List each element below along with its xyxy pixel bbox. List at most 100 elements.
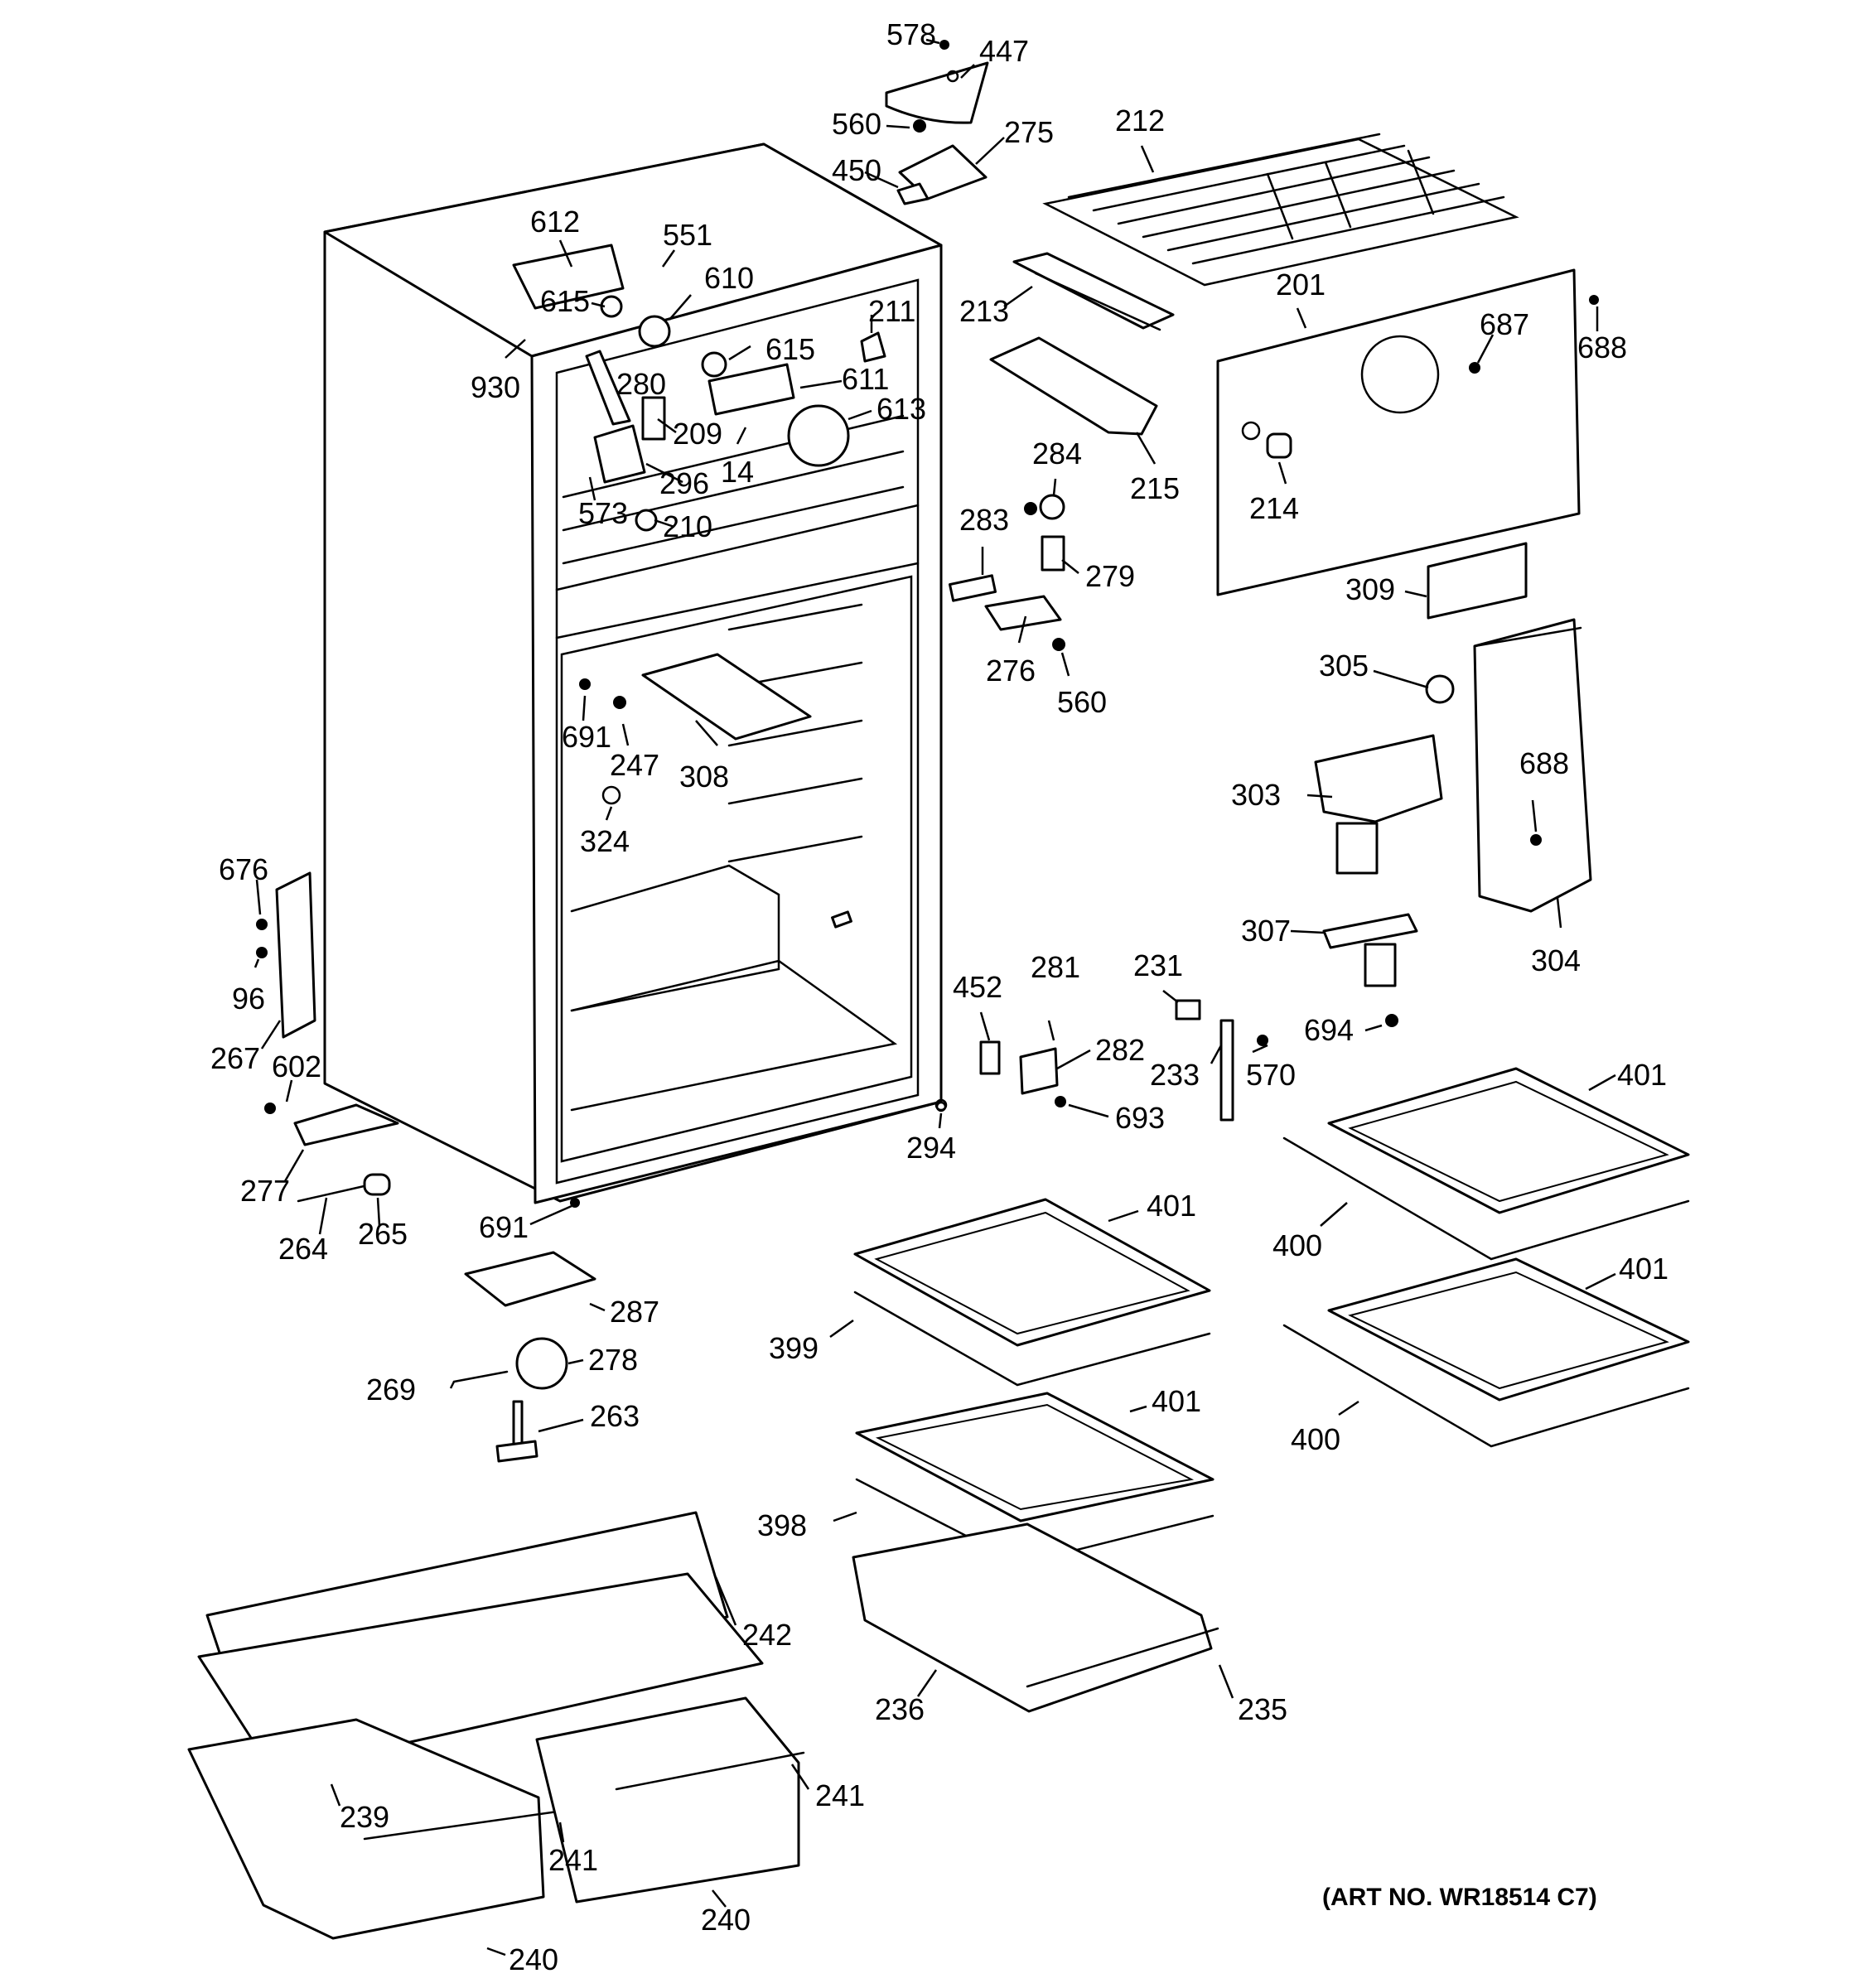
callout-277: 277 [240, 1174, 290, 1208]
callout-691: 691 [479, 1210, 529, 1244]
callout-294: 294 [906, 1131, 956, 1165]
callout-242: 242 [742, 1618, 792, 1652]
glass-shelf-401-right-upper [1282, 1067, 1690, 1261]
callout-212: 212 [1115, 104, 1165, 138]
axle-264 [297, 1173, 391, 1203]
callout-560: 560 [832, 107, 881, 141]
callout-96: 96 [232, 982, 265, 1016]
callout-688: 688 [1519, 746, 1569, 780]
refrigerator-cabinet [323, 142, 943, 1204]
callout-241: 241 [548, 1843, 598, 1877]
art-number: (ART NO. WR18514 C7) [1322, 1884, 1597, 1911]
freezer-wire-shelf [1042, 133, 1519, 287]
callout-284: 284 [1032, 437, 1082, 470]
callout-279: 279 [1085, 559, 1135, 593]
callout-676: 676 [219, 852, 268, 886]
callout-573: 573 [578, 496, 628, 530]
crisper-drawer-240-right [535, 1696, 805, 1904]
callout-691: 691 [562, 720, 611, 754]
callout-239: 239 [340, 1800, 389, 1834]
callout-447: 447 [979, 34, 1029, 68]
top-hinge [896, 119, 988, 205]
bracket-452 [979, 1040, 1001, 1075]
ice-tray [1012, 252, 1175, 331]
bottom-hinge-277 [293, 1103, 399, 1146]
callout-307: 307 [1241, 914, 1291, 948]
control-housing-304 [1473, 618, 1592, 913]
callout-280: 280 [616, 367, 666, 401]
callout-687: 687 [1480, 307, 1529, 341]
roller-bracket-287 [464, 1251, 596, 1307]
callout-296: 296 [659, 466, 709, 500]
callout-610: 610 [704, 261, 754, 295]
callout-305: 305 [1319, 649, 1369, 683]
callout-233: 233 [1150, 1058, 1200, 1092]
callout-278: 278 [588, 1343, 638, 1377]
bracket-282 [1019, 1047, 1059, 1095]
callout-560: 560 [1057, 685, 1107, 719]
callout-214: 214 [1249, 491, 1299, 525]
callout-930: 930 [471, 370, 520, 404]
crisper-drawer-236 [852, 1522, 1219, 1713]
callout-450: 450 [832, 153, 881, 187]
callout-694: 694 [1304, 1013, 1354, 1047]
callout-287: 287 [610, 1295, 659, 1329]
callout-401: 401 [1152, 1384, 1201, 1418]
middle-hinge [948, 494, 1065, 631]
callout-615: 615 [765, 332, 815, 366]
control-assembly [512, 244, 886, 532]
diffuser-307 [1322, 913, 1418, 987]
callout-308: 308 [679, 760, 729, 794]
callout-615: 615 [540, 284, 590, 318]
callout-231: 231 [1133, 948, 1183, 982]
clip-231 [1175, 999, 1201, 1021]
callout-612: 612 [530, 205, 580, 239]
callout-14: 14 [721, 455, 754, 489]
callout-398: 398 [757, 1508, 807, 1542]
callout-401: 401 [1147, 1189, 1196, 1223]
shelf-support-233 [1219, 1019, 1234, 1122]
crisper-drawer-240-left [187, 1718, 565, 1940]
callout-236: 236 [875, 1692, 925, 1726]
callout-269: 269 [366, 1373, 416, 1407]
callout-276: 276 [986, 654, 1036, 688]
callout-201: 201 [1276, 268, 1326, 302]
callout-304: 304 [1531, 943, 1581, 977]
callout-241: 241 [815, 1778, 865, 1812]
callout-399: 399 [769, 1331, 819, 1365]
leveling-leg-263 [495, 1400, 538, 1463]
callout-labels: 578 447 560 275 450 212 612 551 610 615 … [210, 17, 1668, 1976]
callout-452: 452 [953, 970, 1002, 1004]
screw-578 [939, 40, 949, 50]
callout-400: 400 [1272, 1228, 1322, 1262]
callout-551: 551 [663, 218, 712, 252]
callout-265: 265 [358, 1217, 408, 1251]
callout-240: 240 [509, 1942, 558, 1976]
callout-401: 401 [1617, 1058, 1667, 1092]
callout-263: 263 [590, 1399, 640, 1433]
callout-282: 282 [1095, 1033, 1145, 1067]
callout-613: 613 [876, 392, 926, 426]
callout-210: 210 [663, 509, 712, 543]
glass-shelf-401-center-upper [853, 1198, 1211, 1387]
thermostat-knob-305 [1425, 674, 1455, 704]
leader-lines [254, 38, 1616, 1957]
callout-275: 275 [1004, 115, 1054, 149]
callout-267: 267 [210, 1041, 260, 1075]
callout-209: 209 [673, 417, 722, 451]
callout-688: 688 [1577, 331, 1627, 364]
freezer-air-duct-cover [1216, 268, 1581, 596]
callout-578: 578 [886, 17, 936, 51]
callout-611: 611 [842, 362, 889, 396]
callout-401: 401 [1619, 1252, 1668, 1286]
label-309 [1427, 542, 1528, 620]
freezer-bin [989, 336, 1158, 436]
callout-264: 264 [278, 1232, 328, 1266]
damper-303 [1314, 734, 1443, 875]
callout-570: 570 [1246, 1058, 1296, 1092]
callout-324: 324 [580, 824, 630, 858]
callout-235: 235 [1238, 1692, 1287, 1726]
callout-247: 247 [610, 748, 659, 782]
callout-303: 303 [1231, 778, 1281, 812]
